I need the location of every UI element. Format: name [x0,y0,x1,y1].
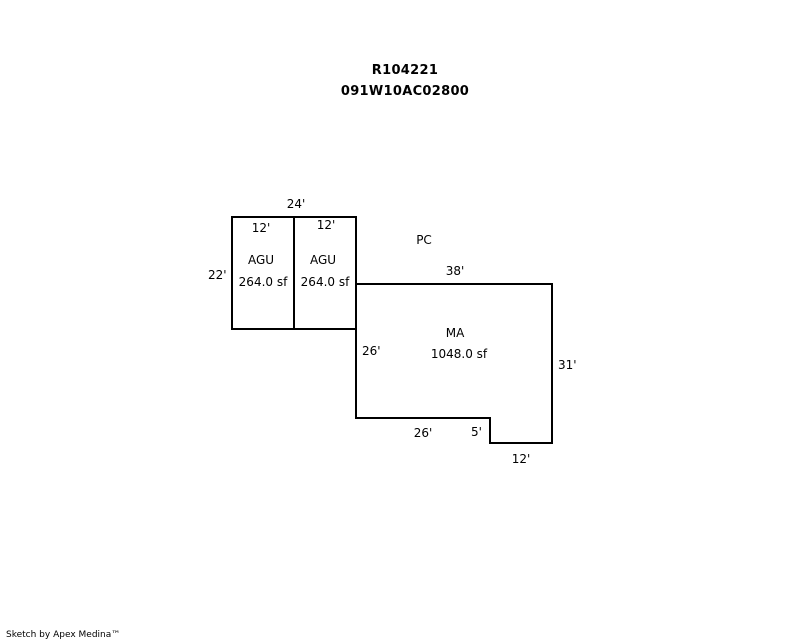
footer-credit: Sketch by Apex Medina™ [6,630,121,640]
dim-main-left: 26' [362,344,381,358]
area-value-garage-a: 264.0 sf [238,275,288,289]
dim-garage-b-width: 12' [316,218,336,232]
dim-main-bottom-right: 12' [511,452,531,466]
garage-unit-b-outline [293,216,357,330]
area-code-garage-a: AGU [247,253,275,267]
dim-main-notch: 5' [471,425,482,439]
label-pc: PC [416,233,432,247]
main-area-outline [355,283,553,444]
area-code-main: MA [445,326,465,340]
area-value-main: 1048.0 sf [430,347,488,361]
account-id: R104221 [371,63,439,78]
area-code-garage-b: AGU [309,253,337,267]
dim-main-bottom: 26' [413,426,433,440]
area-value-garage-b: 264.0 sf [300,275,350,289]
dim-garage-left: 22' [208,268,227,282]
dim-main-right: 31' [558,358,577,372]
map-number: 091W10AC02800 [340,84,470,99]
dim-main-top: 38' [445,264,465,278]
dim-garage-a-width: 12' [251,221,271,235]
dim-garage-top: 24' [286,197,306,211]
